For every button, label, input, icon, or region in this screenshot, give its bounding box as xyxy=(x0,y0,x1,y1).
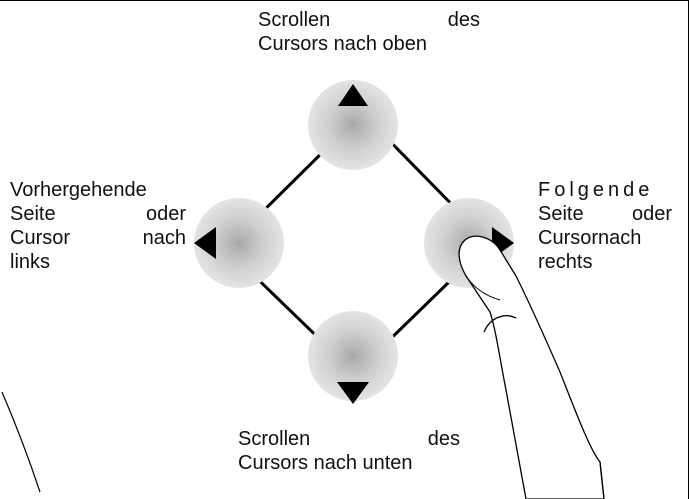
label-next-page-line3: Cursornach xyxy=(538,227,642,249)
hand-outline-left xyxy=(1,391,41,493)
triangle-left-icon xyxy=(194,227,216,259)
label-scroll-up: Scrollen des Cursors nach oben xyxy=(258,8,480,56)
label-previous-page-line1: Vorhergehende xyxy=(10,179,147,201)
label-next-page: Folgende Seite oder Cursornach rechts xyxy=(538,178,672,274)
button-left[interactable] xyxy=(194,198,284,288)
label-next-page-line2: Seite oder xyxy=(538,203,672,225)
label-next-page-line1: Folgende xyxy=(538,179,654,201)
label-previous-page-line4: links xyxy=(10,251,51,273)
hand-outline-right xyxy=(599,461,605,499)
label-scroll-down-line1: Scrollen des xyxy=(238,428,460,450)
triangle-up-icon xyxy=(338,84,368,106)
triangle-down-icon xyxy=(337,382,369,404)
label-previous-page-line2: Seite oder xyxy=(10,203,186,225)
label-scroll-down-line2: Cursors nach unten xyxy=(238,452,413,474)
button-up[interactable] xyxy=(308,80,398,170)
label-scroll-up-line1: Scrollen des xyxy=(258,9,480,31)
label-next-page-line4: rechts xyxy=(538,251,593,273)
label-previous-page-line3: Cursor nach xyxy=(10,227,186,249)
label-scroll-up-line2: Cursors nach oben xyxy=(258,33,427,55)
button-down[interactable] xyxy=(308,311,398,401)
label-previous-page: Vorhergehende Seite oder Cursor nach lin… xyxy=(10,178,186,274)
label-scroll-down: Scrollen des Cursors nach unten xyxy=(238,427,460,475)
pointing-finger-icon xyxy=(458,235,605,499)
